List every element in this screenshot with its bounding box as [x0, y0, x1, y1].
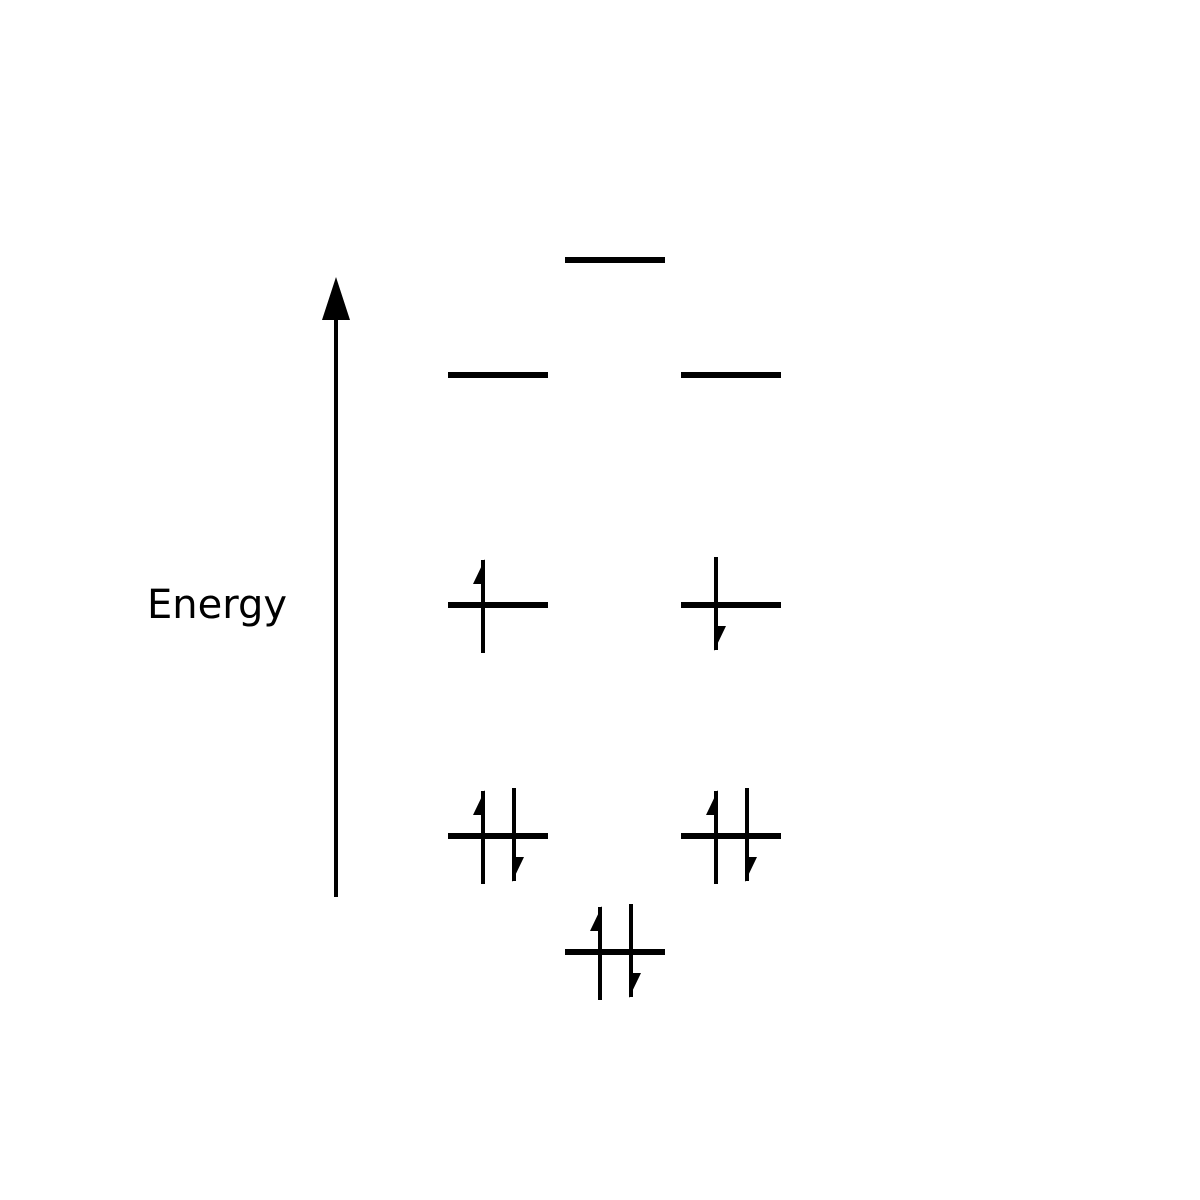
spin-down-arrow [745, 788, 757, 882]
spin-up-arrow [473, 559, 485, 653]
energy-level-bottom [565, 904, 665, 1000]
energy-level-lower-left [448, 788, 548, 884]
energy-axis [322, 277, 350, 897]
spin-up-arrow [590, 906, 602, 1000]
energy-level-middle-right [681, 557, 781, 651]
energy-level-lower-right [681, 788, 781, 884]
energy-levels [448, 257, 781, 1000]
spin-down-arrow [512, 788, 524, 882]
spin-up-arrow [473, 790, 485, 884]
spin-down-arrow [629, 904, 641, 998]
energy-axis-label: Energy [147, 582, 287, 628]
energy-level-middle-left [448, 559, 548, 653]
spin-up-arrow [706, 790, 718, 884]
spin-down-arrow [714, 557, 726, 651]
axis-arrowhead [322, 277, 350, 320]
